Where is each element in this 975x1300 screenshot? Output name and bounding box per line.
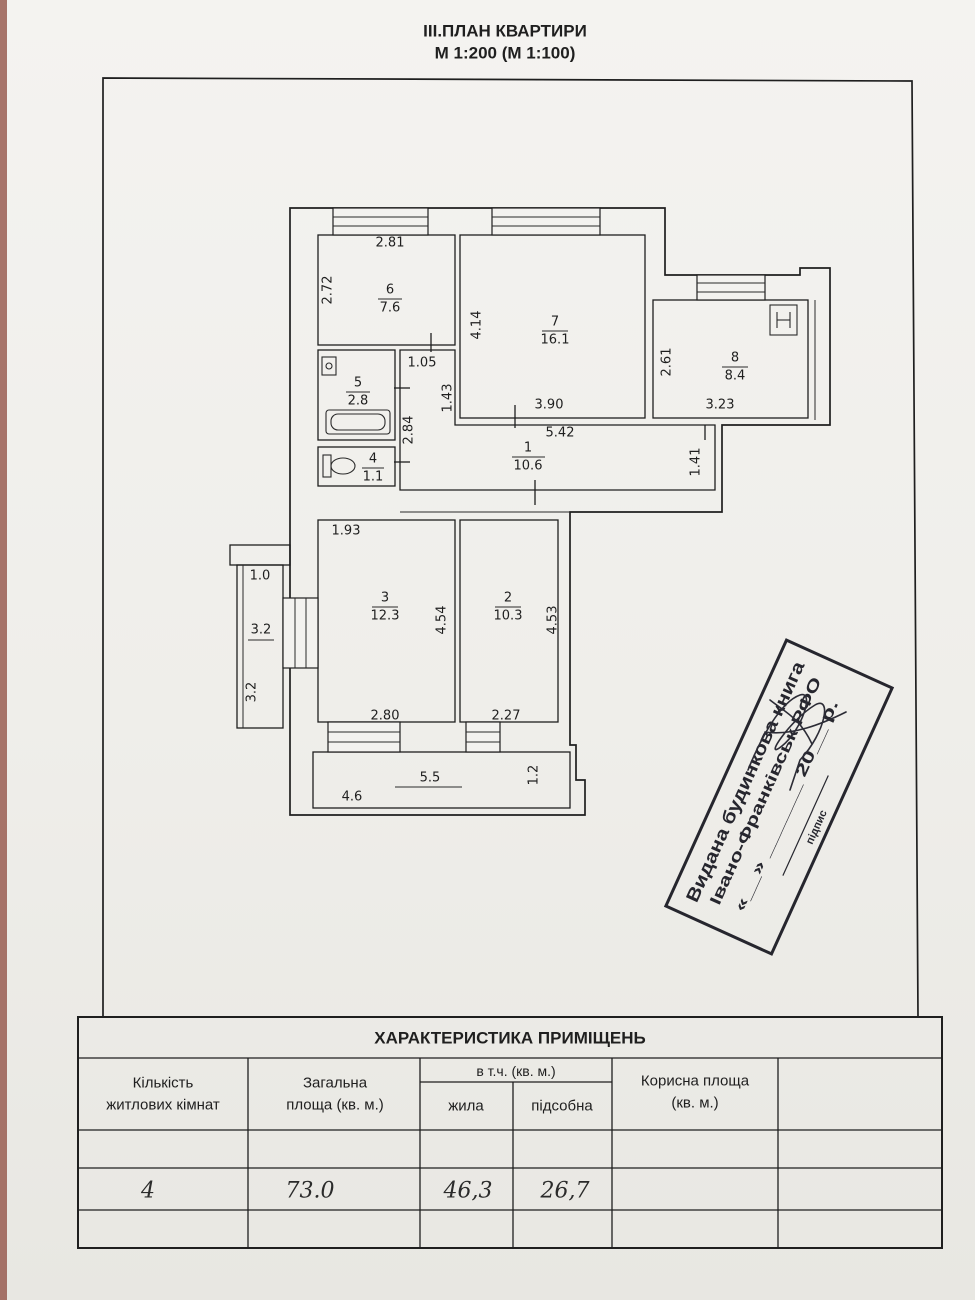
room-7-dim-height: 4.14	[470, 311, 485, 340]
room-5-area: 2.8	[348, 394, 369, 409]
room-1-area: 10.6	[514, 459, 543, 474]
room-4-number: 4	[369, 452, 377, 467]
window-room-7	[491, 207, 601, 236]
header-including: в т.ч. (кв. м.)	[476, 1063, 555, 1079]
balcony-bottom-area: 5.5	[420, 771, 441, 786]
room-8-number: 8	[731, 351, 739, 366]
room-3-area: 12.3	[371, 609, 400, 624]
room-6-dim-height: 2.72	[321, 276, 336, 305]
toilet-tank	[322, 454, 332, 478]
room-8-area: 8.4	[725, 369, 746, 384]
room-6-dim-width: 2.81	[376, 236, 405, 251]
value-total-area: 73.0	[286, 1179, 335, 1204]
room-1-dim-right: 1.41	[689, 448, 704, 477]
room-1-dim-top: 1.05	[408, 356, 437, 371]
window-frame	[332, 207, 429, 236]
toilet-bowl	[330, 457, 356, 475]
room-2-area: 10.3	[494, 609, 523, 624]
stamp-signature-label: підпис	[804, 808, 830, 846]
bathtub-icon	[325, 409, 391, 435]
balcony-bottom-dim-width: 1.2	[527, 765, 542, 786]
room-7-dim-width: 3.90	[535, 398, 564, 413]
room-1-number: 1	[524, 441, 532, 456]
room-4-outline	[317, 446, 396, 487]
stamp-signature-line	[782, 775, 829, 876]
room-8-dim-width: 3.23	[706, 398, 735, 413]
balcony-left-dim-length: 3.2	[245, 682, 260, 703]
header-rooms-count-line-2: житлових кімнат	[106, 1097, 220, 1114]
registration-stamp: Видана будинкова книга Івано-Франківськ …	[663, 638, 895, 956]
room-7-number: 7	[551, 315, 559, 330]
balcony-left-top	[229, 544, 291, 566]
room-7-area: 16.1	[541, 333, 570, 348]
stove-icon	[769, 304, 798, 336]
table-border	[77, 1016, 943, 1249]
header-useful-area-line-2: (кв. м.)	[671, 1095, 718, 1112]
header-useful-area-line-1: Корисна площа	[641, 1073, 750, 1090]
room-1-dim-length: 5.42	[546, 426, 575, 441]
balcony-left-dim-width: 1.0	[250, 569, 271, 584]
stamp-frame	[663, 638, 895, 956]
room-3-dim-top: 1.93	[332, 524, 361, 539]
bathtub-inner	[330, 413, 386, 431]
room-2-dim-height: 4.53	[546, 606, 561, 635]
room-3-dim-height: 4.54	[435, 606, 450, 635]
toilet-icon	[322, 454, 356, 478]
window-frame	[282, 597, 319, 669]
sink-icon	[321, 356, 337, 376]
room-1-dim-upper: 1.43	[441, 384, 456, 413]
header-total-area-line-2: площа (кв. м.)	[286, 1097, 384, 1114]
value-rooms-count: 4	[140, 1179, 155, 1204]
room-1-dim-left: 2.84	[402, 416, 417, 445]
sink-drain	[325, 362, 333, 370]
window-frame	[696, 274, 766, 301]
scan-edge	[0, 0, 7, 1300]
header-rooms-count-line-1: Кількість	[133, 1075, 194, 1092]
balcony-left-outline	[236, 564, 284, 729]
window-frame	[327, 721, 401, 753]
scale-label: М 1:200 (М 1:100)	[435, 44, 576, 63]
sink-basin	[321, 356, 337, 376]
window-frame	[465, 721, 501, 753]
balcony-left-area: 3.2	[251, 623, 272, 638]
signature-scribble	[747, 693, 847, 791]
table-title: ХАРАКТЕРИСТИКА ПРИМІЩЕНЬ	[374, 1029, 645, 1048]
room-2-number: 2	[504, 591, 512, 606]
window-room-3-bottom	[327, 721, 401, 753]
room-8-dim-height: 2.61	[660, 348, 675, 377]
floor-plan: 2.81 2.72 6 7.6 4.14 3.90 7 16.1 2.61 3.…	[229, 207, 831, 816]
page-title: ІІІ.ПЛАН КВАРТИРИ	[423, 22, 587, 41]
header-total-area-line-1: Загальна	[303, 1075, 368, 1092]
header-auxiliary: підсобна	[531, 1098, 593, 1115]
stove-body	[769, 304, 798, 336]
room-2-outline	[459, 519, 559, 723]
balcony-bottom-dim-length: 4.6	[342, 790, 363, 805]
room-4-area: 1.1	[363, 470, 384, 485]
window-room-2-bottom	[465, 721, 501, 753]
room-5-outline	[317, 349, 396, 441]
room-2-dim-width: 2.27	[492, 709, 521, 724]
room-6-area: 7.6	[380, 301, 401, 316]
window-room-3-left	[282, 597, 319, 669]
window-room-6	[332, 207, 429, 236]
header-living: жила	[448, 1098, 484, 1115]
balcony-bottom-outline	[312, 751, 571, 809]
premises-table: ХАРАКТЕРИСТИКА ПРИМІЩЕНЬ Кількість житло…	[77, 1016, 943, 1249]
value-auxiliary-area: 26,7	[540, 1179, 590, 1204]
room-3-number: 3	[381, 591, 389, 606]
value-living-area: 46,3	[443, 1179, 493, 1204]
room-6-number: 6	[386, 283, 394, 298]
bathtub-outer	[325, 409, 391, 435]
window-frame	[491, 207, 601, 236]
room-1-outline	[399, 349, 716, 491]
window-room-8	[696, 274, 766, 301]
room-3-dim-width: 2.80	[371, 709, 400, 724]
room-5-number: 5	[354, 376, 362, 391]
